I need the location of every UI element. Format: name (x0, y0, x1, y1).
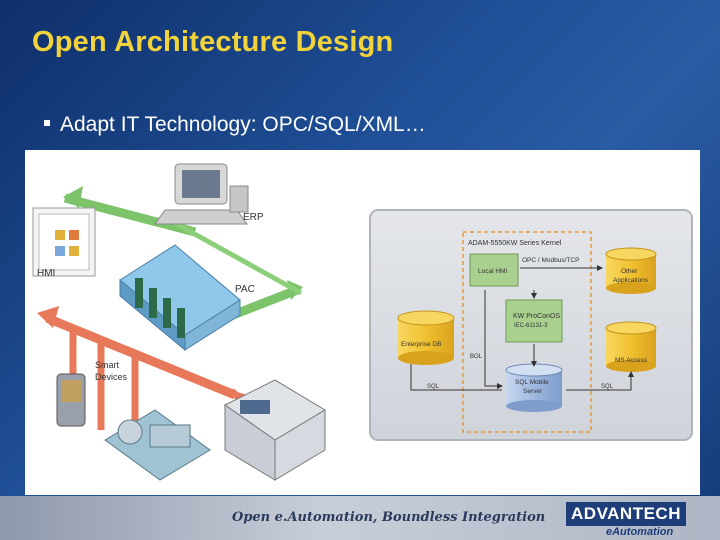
bullet-item: Adapt IT Technology: OPC/SQL/XML… (44, 113, 426, 137)
footer-bar: Open e.Automation, Boundless Integration… (0, 496, 720, 540)
kernel-title: ADAM-5550KW Series Kernel (468, 240, 562, 247)
smart-device-icon (56, 373, 86, 427)
bullet-text: Adapt IT Technology: OPC/SQL/XML… (60, 113, 426, 136)
ms-access-label: MS Access (615, 357, 648, 364)
sql-server-line2: Server (523, 388, 543, 395)
pac-label: PAC (235, 284, 255, 295)
machine-icon (104, 409, 211, 481)
pac-rack-icon (119, 244, 241, 352)
sql-mobile-server-cylinder (505, 363, 563, 412)
other-applications-cylinder (605, 247, 657, 294)
enterprise-db-cylinder (397, 310, 455, 365)
other-apps-line2: Applications (613, 277, 649, 284)
brand-logo: ADVANTECH (566, 502, 686, 526)
hmi-label: HMI (37, 268, 55, 279)
kw-proconos-box (505, 299, 563, 343)
smart-devices-label-line1: Smart (95, 360, 120, 370)
protocols-label: OPC / Modbus/TCP (522, 257, 579, 264)
smart-devices-label-line2: Devices (95, 372, 128, 382)
enterprise-db-label: Enterprise DB (401, 341, 441, 348)
local-hmi-label: Local HMI (478, 268, 507, 275)
bullet-marker (44, 120, 50, 127)
architecture-diagram: ERP HMI PAC S (25, 150, 700, 495)
footer-tagline: Open e.Automation, Boundless Integration (232, 510, 546, 525)
control-console-icon (224, 379, 326, 481)
connector-lines (410, 265, 634, 391)
hmi-screen-icon (32, 207, 96, 277)
ms-access-cylinder (605, 321, 657, 372)
erp-computer-icon (154, 163, 249, 225)
sql-left-label: SQL (427, 384, 440, 390)
kw-line1: KW ProConOS (513, 313, 560, 320)
bol-label: BOL (470, 354, 483, 360)
brand-name: ADVANTECH (571, 504, 681, 523)
erp-label: ERP (243, 212, 264, 223)
sql-right-label: SQL (601, 384, 614, 390)
page-title: Open Architecture Design (32, 26, 394, 58)
sql-server-line1: SQL Mobile (515, 379, 549, 386)
other-apps-line1: Other (621, 268, 638, 275)
brand-subtitle: eAutomation (606, 526, 674, 538)
kw-line2: IEC-61131-3 (514, 323, 548, 329)
local-hmi-box (469, 253, 519, 287)
